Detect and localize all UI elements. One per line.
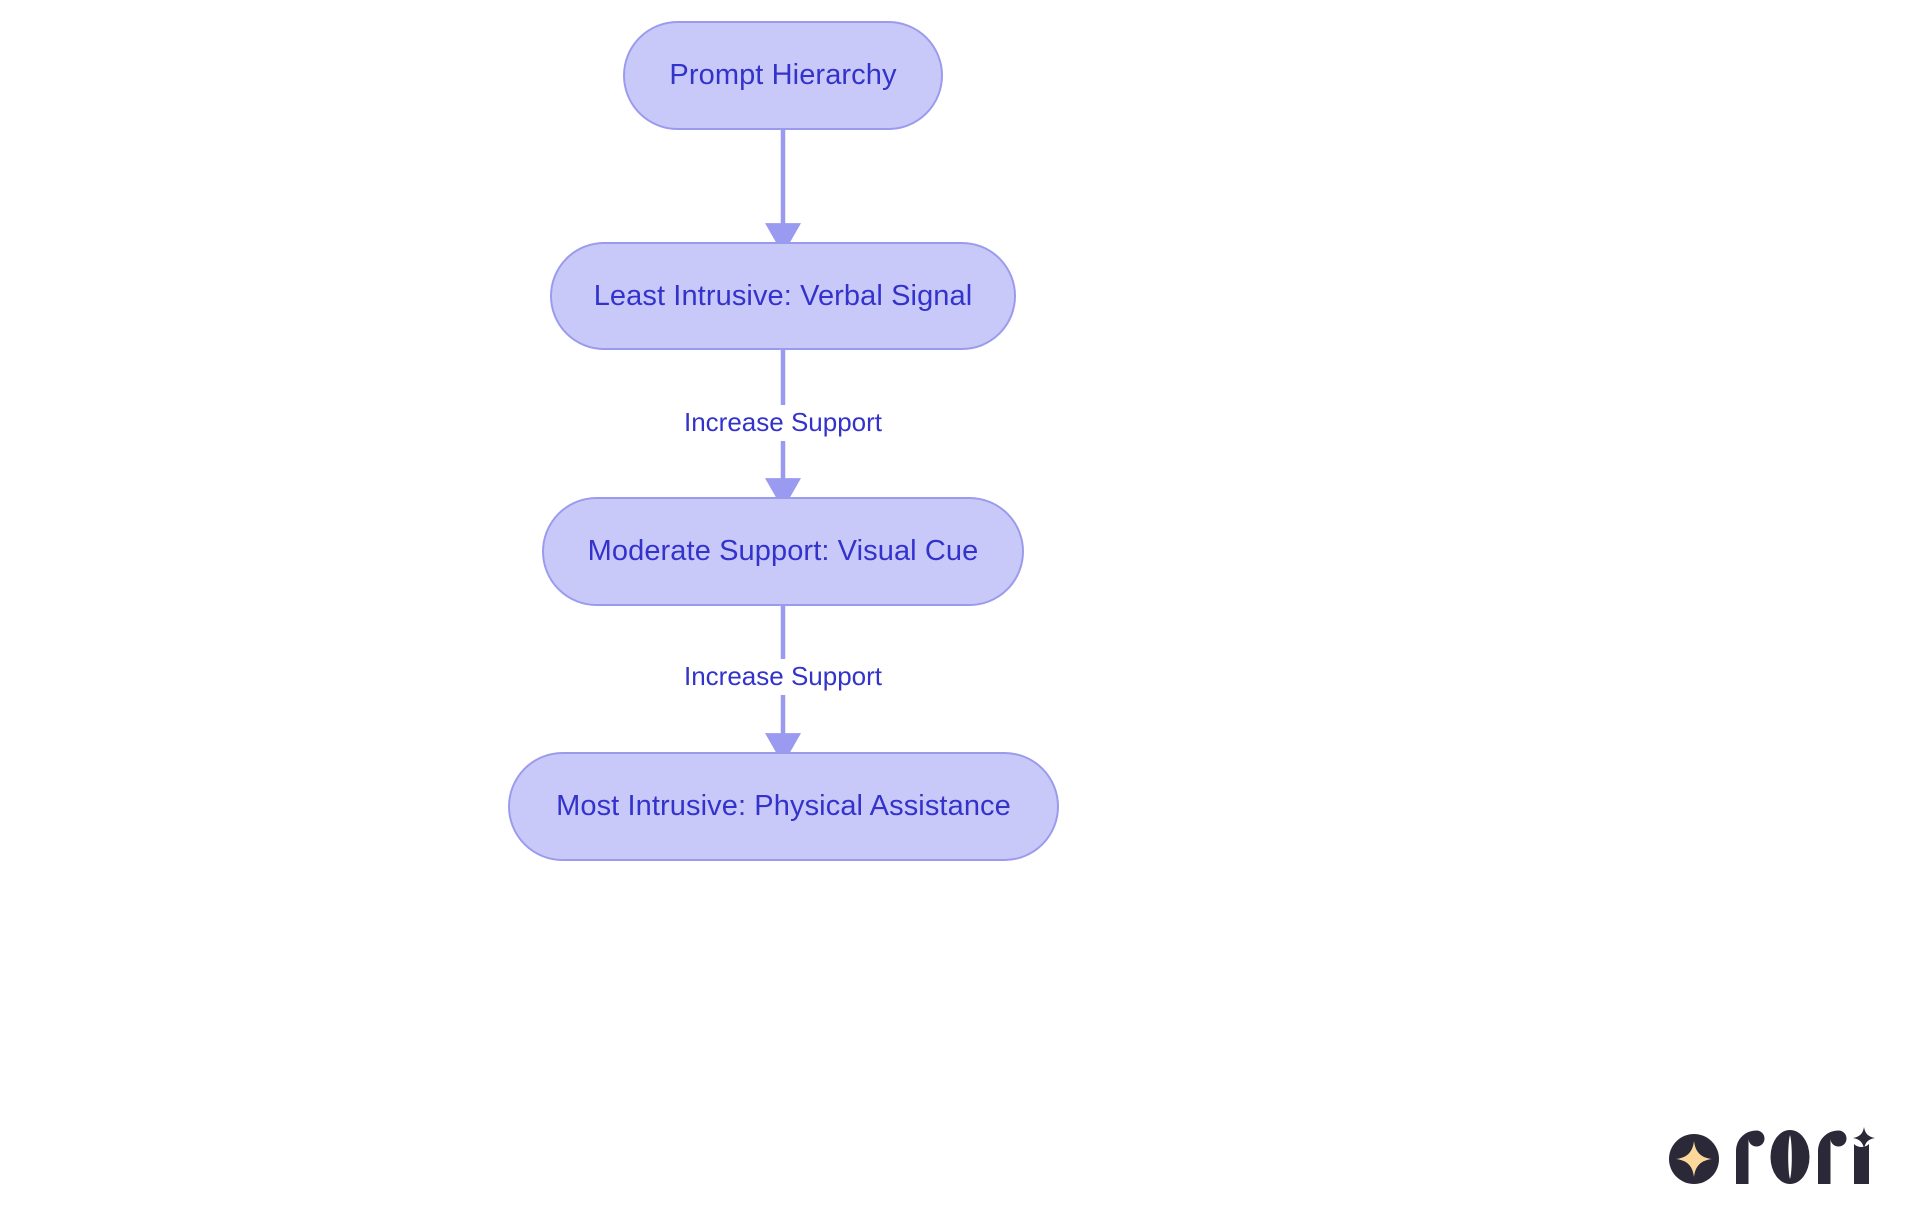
edge-label-increase-support-2: Increase Support [673,659,893,694]
sparkle-star-icon [1669,1134,1719,1184]
node-moderate-support[interactable]: Moderate Support: Visual Cue [542,497,1024,606]
node-label: Least Intrusive: Verbal Signal [593,279,973,312]
node-least-intrusive[interactable]: Least Intrusive: Verbal Signal [550,242,1016,350]
node-prompt-hierarchy[interactable]: Prompt Hierarchy [623,21,943,130]
node-label: Prompt Hierarchy [669,59,897,91]
brand-wordmark [1736,1127,1875,1184]
node-most-intrusive[interactable]: Most Intrusive: Physical Assistance [508,752,1059,861]
brand-logo [1668,1127,1884,1185]
edge-label-increase-support-1: Increase Support [673,405,893,440]
node-label: Most Intrusive: Physical Assistance [556,790,1011,822]
node-label: Moderate Support: Visual Cue [587,535,979,567]
